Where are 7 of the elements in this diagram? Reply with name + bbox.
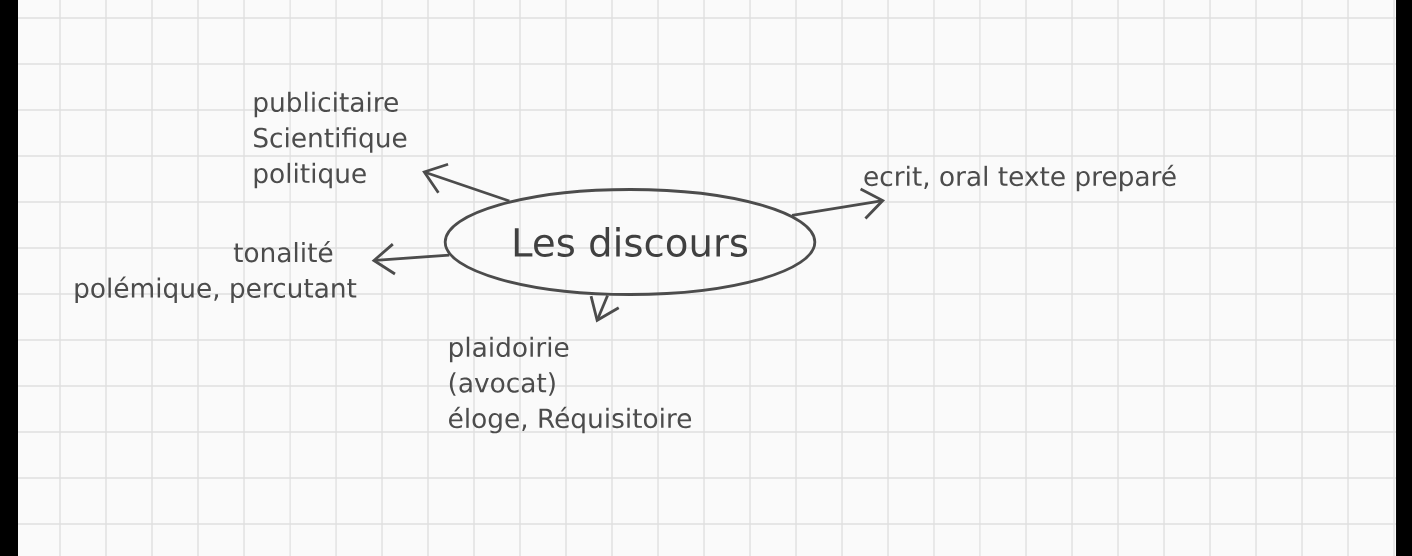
handwritten-label: ecrit, oral texte preparé (864, 164, 1176, 192)
handwritten-label: publicitaire Scientifique politique (254, 91, 407, 189)
handwritten-label: tonalité polémique, percutant (75, 240, 357, 304)
handwritten-label: plaidoirie (avocat) éloge, Réquisitoire (449, 336, 692, 434)
arrow (791, 187, 886, 220)
arrow (422, 162, 510, 203)
arrow (371, 243, 450, 276)
